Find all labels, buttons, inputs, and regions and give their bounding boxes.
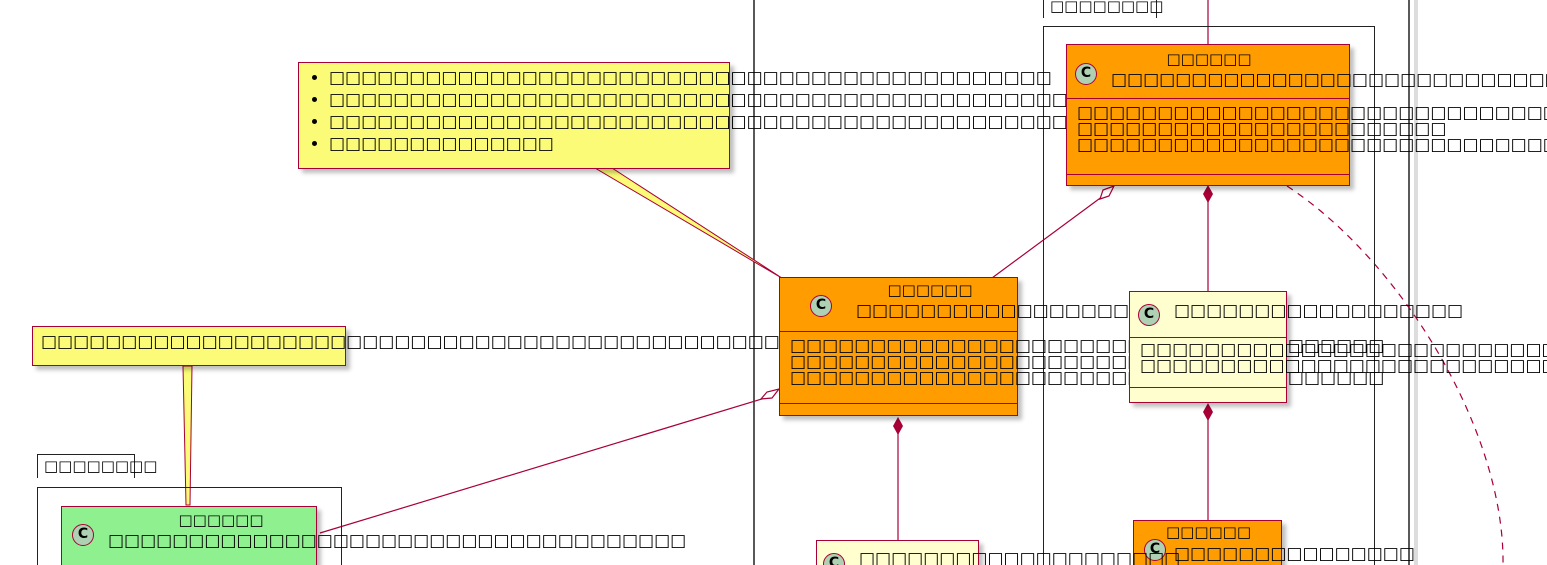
class-c-icon: C (823, 553, 845, 565)
class-header: C □□□□□□ □□□□□□□□□□□□□□□ (1134, 521, 1415, 565)
class-right-mid[interactable]: C □□□□□□□□□□□□□□□□□□ □□□□□□□□□□□□□□□□□□□… (1129, 291, 1547, 403)
class-header: C □□□□□□□□□□□□□□□□□□□□ (817, 541, 1180, 565)
aggregation-link-center-topright (991, 195, 1104, 279)
class-attribute: □□□□□□□□□□□□□□□□□□□□□□□□□□□□□□□□□□□□□□□□… (1077, 103, 1547, 123)
class-name: □□□□□□□□□□□□□□□□□□□□□□□□□□□□□□□□□□ (1111, 70, 1547, 90)
package-label: □□□□□□□□ (1050, 0, 1164, 15)
note-item: □□□□□□□□□□□□□□□□□□□□□□□□□□□□□□□□□□□□□□□□… (329, 89, 1068, 111)
class-top-right[interactable]: C □□□□□□ □□□□□□□□□□□□□□□□□□□□□□□□□□□□□□□… (1066, 44, 1547, 186)
class-attribute: □□□□□□□□□□□□□□□□□□□□□□□□□□ (1140, 356, 1547, 376)
package-left (37, 487, 342, 565)
class-attributes: □□□□□□□□□□□□□□□□□□□□□□□□□□□□□□□□□□□□□□□□… (1067, 99, 1547, 175)
note-item: □□□□□□□□□□□□□□□□□□□□□□□□□□□□□□□□□□□□□□□□… (329, 111, 1180, 133)
composition-diamond-rightmid (1203, 403, 1213, 421)
class-stereotype: □□□□□□ (1165, 523, 1252, 541)
class-center[interactable]: C □□□□□□ □□□□□□□□□□□□□□□□□□□□□□□□ □□□□□□… (779, 277, 1385, 416)
package-tab-left: □□□□□□□□ (37, 454, 157, 478)
class-attribute: □□□□□□□□□□□□□□□□□□□□□□□ (1077, 119, 1447, 139)
package-label: □□□□□□□□ (44, 457, 158, 475)
class-name: □□□□□□□□□□□□□□□ (1174, 544, 1415, 564)
class-header: C □□□□□□□□□□□□□□□□□□ (1130, 292, 1463, 338)
aggregation-link-left-center (319, 397, 766, 534)
class-attribute: □□□□□□□□□□□□□□□□□□□□□□□□□□ (1140, 340, 1547, 360)
note-top: □□□□□□□□□□□□□□□□□□□□□□□□□□□□□□□□□□□□□□□□… (298, 62, 1180, 169)
class-attribute: □□□□□□□□□□□□□□□□□□□□□□□□□□□□□□□□□□□□□ (790, 368, 1385, 388)
class-header: C □□□□□□ □□□□□□□□□□□□□□□□□□□□□□□□□□□□□□□… (1067, 45, 1547, 99)
class-attribute: □□□□□□□□□□□□□□□□□□□□□□□□□□□□□□□□□□□□□□□□… (1077, 135, 1547, 155)
class-name: □□□□□□□□□□□□□□□□□□□□ (859, 549, 1181, 565)
class-right-bottom[interactable]: C □□□□□□ □□□□□□□□□□□□□□□ (1133, 520, 1415, 565)
dependency-dashed-link (1286, 185, 1504, 565)
class-c-icon: C (1075, 63, 1097, 85)
class-stereotype: □□□□□□ (178, 511, 264, 529)
class-attributes: □□□□□□□□□□□□□□□□□□□□□□□□□□□□□□□□□□□□□ □□… (780, 332, 1385, 404)
class-stereotype: □□□□□□ (1166, 50, 1252, 68)
class-header: C □□□□□□ □□□□□□□□□□□□□□□□□□□□□□□□ (780, 278, 1242, 332)
class-attributes: □□□□□□□□□□□□□□□□□□□□□□□□□□ □□□□□□□□□□□□□… (1130, 338, 1547, 388)
class-center-bottom[interactable]: C □□□□□□□□□□□□□□□□□□□□ (816, 540, 1180, 565)
class-c-icon: C (1138, 304, 1160, 326)
note-left-connector (182, 365, 193, 506)
note-item: □□□□□□□□□□□□□□□□□□□□□□□□□□□□□□□□□□□□□□□□… (329, 67, 1052, 89)
class-header: C □□□□□□ □□□□□□□□□□□□□□□□□□□□□□□□□□□□□□□… (62, 507, 686, 565)
package-tab-right: □□□□□□□□ (1043, 0, 1163, 18)
note-left: □□□□□□□□□□□□□□□□□□□□□□□□□□□□□□□□□□□□□□□□… (32, 326, 844, 366)
composition-diamond-center (893, 417, 903, 435)
composition-diamond-topright (1203, 185, 1213, 203)
class-attribute: □□□□□□□□□□□□□□□□□□□□□□□□ (790, 352, 1176, 372)
class-c-icon: C (1144, 539, 1166, 561)
class-name: □□□□□□□□□□□□□□□□□□ (1174, 301, 1464, 321)
class-stereotype: □□□□□□ (887, 281, 973, 299)
class-c-icon: C (810, 295, 832, 317)
aggregation-diamond-center (759, 387, 781, 400)
note-top-connector (593, 167, 786, 281)
class-c-icon: C (72, 524, 94, 546)
class-left-bottom[interactable]: C □□□□□□ □□□□□□□□□□□□□□□□□□□□□□□□□□□□□□□… (61, 506, 686, 565)
note-item: □□□□□□□□□□□□□□ (329, 133, 729, 155)
class-name: □□□□□□□□□□□□□□□□□□□□□□□□□□□□□□□□□□□□ (108, 531, 687, 551)
aggregation-diamond-topright (1099, 184, 1116, 200)
note-text: □□□□□□□□□□□□□□□□□□□□□□□□□□□□□□□□□□□□□□□□… (41, 332, 845, 352)
package-right (1043, 26, 1375, 565)
